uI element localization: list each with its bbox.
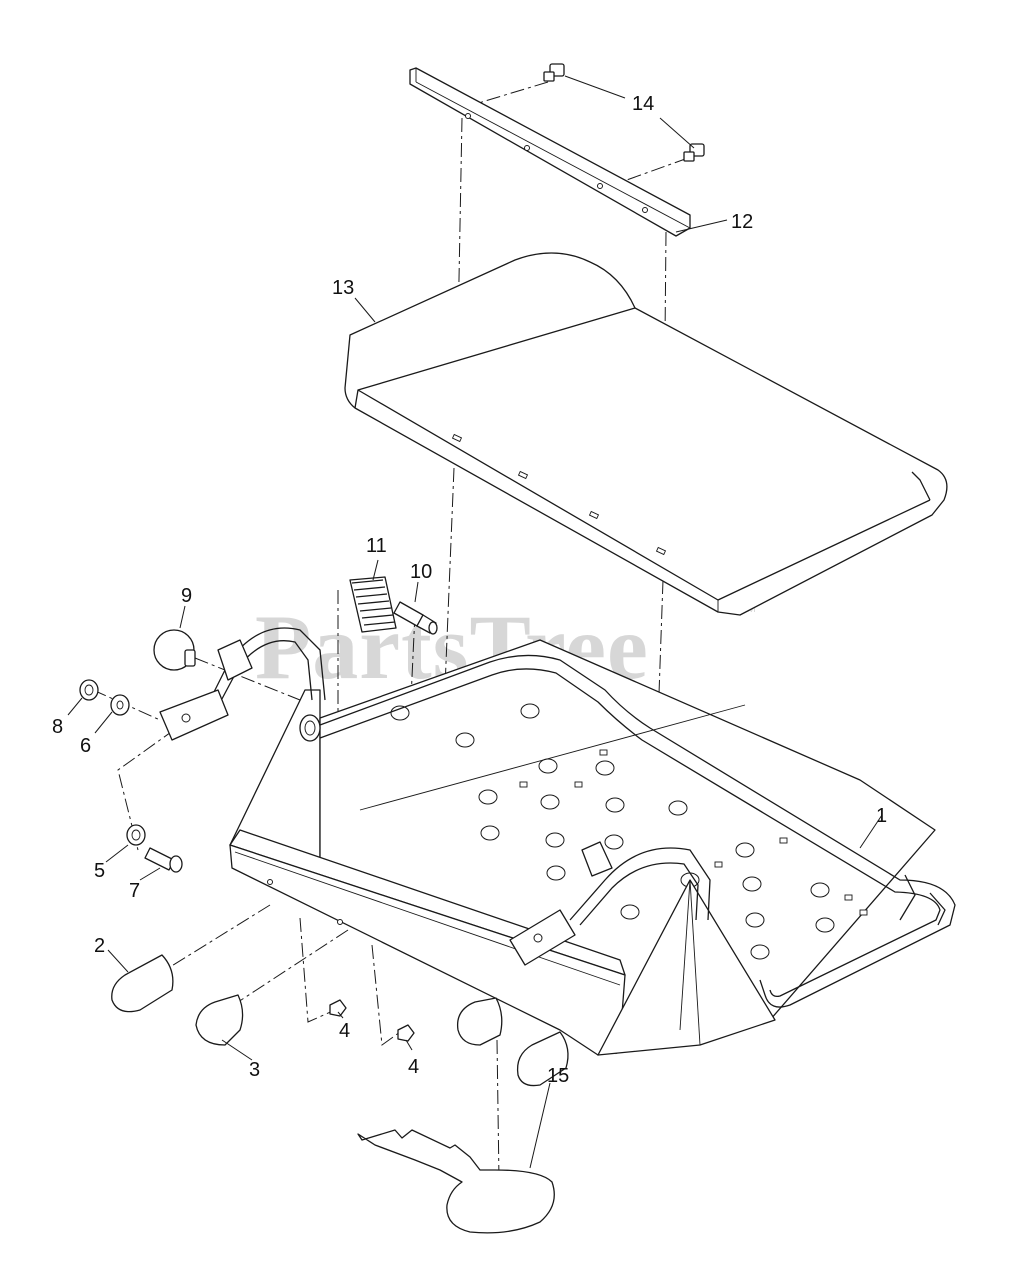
- part-nut-washer: [79, 679, 130, 716]
- callout-12: 12: [731, 211, 753, 233]
- callout-8: 8: [52, 716, 63, 738]
- callout-5: 5: [94, 860, 105, 882]
- callout-4b: 4: [408, 1056, 419, 1078]
- part-bolts: [543, 63, 705, 162]
- callout-7: 7: [129, 880, 140, 902]
- leader-lines: [67, 75, 883, 1169]
- callout-2: 2: [94, 935, 105, 957]
- part-decal: [357, 1129, 555, 1234]
- part-floor-pan: [344, 252, 948, 616]
- callout-11: 11: [366, 535, 387, 557]
- callout-14: 14: [632, 93, 654, 115]
- part-bumper-cones: [111, 954, 569, 1087]
- callout-1: 1: [876, 805, 887, 827]
- callout-15: 15: [547, 1065, 569, 1087]
- callout-6: 6: [80, 735, 91, 757]
- callout-labels: 1 2 3 4 4 5 6 7 8 9 10 11 12 13 14 15: [52, 93, 887, 1087]
- callout-10: 10: [410, 561, 432, 583]
- callout-4a: 4: [339, 1020, 350, 1042]
- callout-9: 9: [181, 585, 192, 607]
- part-pin: [393, 601, 438, 635]
- part-nut-bolt: [126, 824, 183, 873]
- part-angle-bar: [409, 67, 691, 237]
- callout-3: 3: [249, 1059, 260, 1081]
- part-knob: [153, 629, 196, 671]
- callout-13: 13: [332, 277, 354, 299]
- part-nuts: [329, 999, 415, 1042]
- part-main-frame: [159, 627, 956, 1056]
